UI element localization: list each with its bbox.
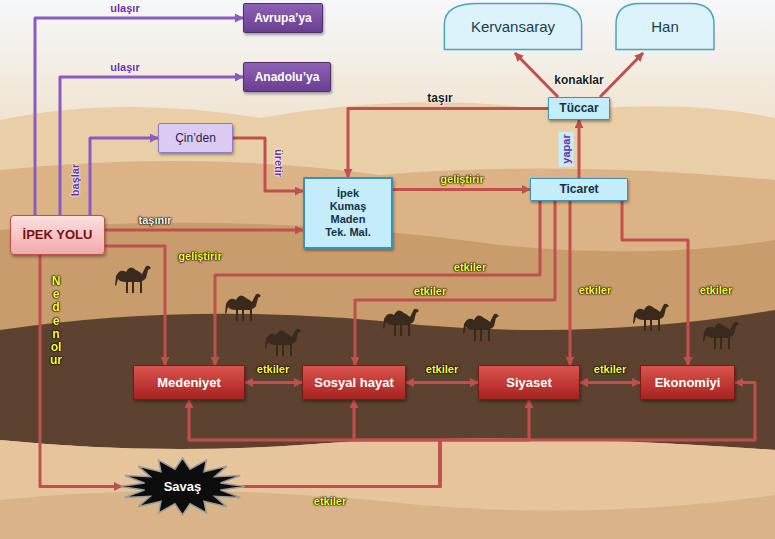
- lodging-box: Kervansaray: [443, 3, 583, 50]
- concept-box: Ticaret: [530, 178, 628, 201]
- connector-arrow: [578, 120, 581, 178]
- effect-box: Siyaset: [478, 365, 580, 400]
- connector-arrow: [515, 53, 558, 97]
- connector-arrow: [243, 400, 529, 487]
- connector-arrow: [60, 77, 243, 215]
- node-text: Çin’den: [175, 131, 216, 145]
- connector-group: [35, 18, 755, 487]
- edge-label: geliştirir: [178, 250, 221, 263]
- concept-box: Tüccar: [548, 97, 610, 120]
- node-text: Kervansaray: [471, 18, 555, 36]
- camel-silhouette: [383, 309, 419, 336]
- dome-outline: [616, 3, 714, 49]
- connector-arrow: [393, 188, 530, 191]
- camel-silhouette: [703, 322, 739, 349]
- edge-label: konaklar: [554, 74, 603, 87]
- edge-label: başlar: [69, 164, 82, 196]
- edge-label: etkiler: [594, 363, 626, 376]
- edge-label: etkiler: [454, 261, 486, 274]
- camel-silhouette: [115, 266, 151, 293]
- node-text: Savaş: [164, 479, 202, 495]
- node-text: Sosyal hayat: [314, 375, 394, 391]
- edge-label: geliştirir: [440, 173, 483, 186]
- edge-label: etkiler: [414, 285, 446, 298]
- goods-box: İpek Kumaş Maden Tek. Mal.: [303, 177, 393, 249]
- connector-arrow: [90, 138, 158, 215]
- starburst-outline: [120, 458, 245, 515]
- connector-arrow: [243, 400, 440, 487]
- node-text: İPEK YOLU: [23, 227, 93, 243]
- effect-box: Sosyal hayat: [302, 365, 406, 400]
- edge-label: etkiler: [257, 363, 289, 376]
- connector-arrow: [233, 138, 303, 191]
- node-text: İpek Kumaş Maden Tek. Mal.: [321, 187, 375, 240]
- camel-silhouette: [265, 329, 301, 356]
- connector-arrow: [622, 201, 688, 365]
- connector-arrow: [40, 255, 122, 487]
- edge-label: ulaşır: [110, 61, 139, 74]
- near-dune: [0, 439, 775, 539]
- connector-arrow: [105, 229, 303, 232]
- edge-label: üretir: [272, 149, 285, 177]
- edge-label: Neden olur: [50, 275, 62, 367]
- connector-arrow: [245, 381, 302, 384]
- node-text: Tüccar: [559, 101, 598, 115]
- camel-silhouette: [225, 294, 261, 321]
- near-dune-shade: [0, 491, 775, 539]
- connector-arrow: [348, 109, 548, 178]
- node-text: Avrupa’ya: [254, 11, 312, 25]
- node-text: Siyaset: [506, 375, 552, 391]
- connector-arrow: [600, 53, 643, 97]
- main-concept-box: İPEK YOLU: [10, 215, 105, 255]
- connector-arrow: [189, 400, 440, 487]
- camel-silhouette: [633, 304, 669, 331]
- connector-arrow: [569, 201, 572, 365]
- node-text: Ticaret: [559, 182, 598, 196]
- effect-box: Ekonomiyi: [640, 365, 735, 400]
- edge-label: ulaşır: [110, 2, 139, 15]
- effect-box: Medeniyet: [133, 365, 245, 400]
- dome-outline: [444, 3, 581, 49]
- node-text: Han: [651, 18, 679, 36]
- edge-label: etkiler: [579, 284, 611, 297]
- edge-label: yapar: [559, 131, 574, 166]
- source-box: Çin’den: [158, 123, 233, 153]
- lodging-box: Han: [615, 3, 715, 50]
- node-text: Ekonomiyi: [655, 375, 721, 391]
- edge-label: taşınır: [138, 214, 171, 227]
- edge-label: etkiler: [700, 284, 732, 297]
- edge-label: taşır: [427, 92, 452, 105]
- destination-box: Avrupa’ya: [243, 3, 323, 33]
- node-text: Anadolu’ya: [255, 70, 320, 84]
- connector-arrow: [580, 381, 640, 384]
- camel-silhouette: [463, 314, 499, 341]
- connector-arrow: [406, 381, 478, 384]
- edge-label: etkiler: [426, 363, 458, 376]
- edge-label: etkiler: [314, 495, 346, 508]
- connector-arrow: [35, 18, 243, 215]
- node-text: Medeniyet: [157, 375, 221, 391]
- war-starburst: Savaş: [120, 458, 245, 515]
- destination-box: Anadolu’ya: [243, 62, 331, 92]
- connector-arrow: [105, 246, 165, 365]
